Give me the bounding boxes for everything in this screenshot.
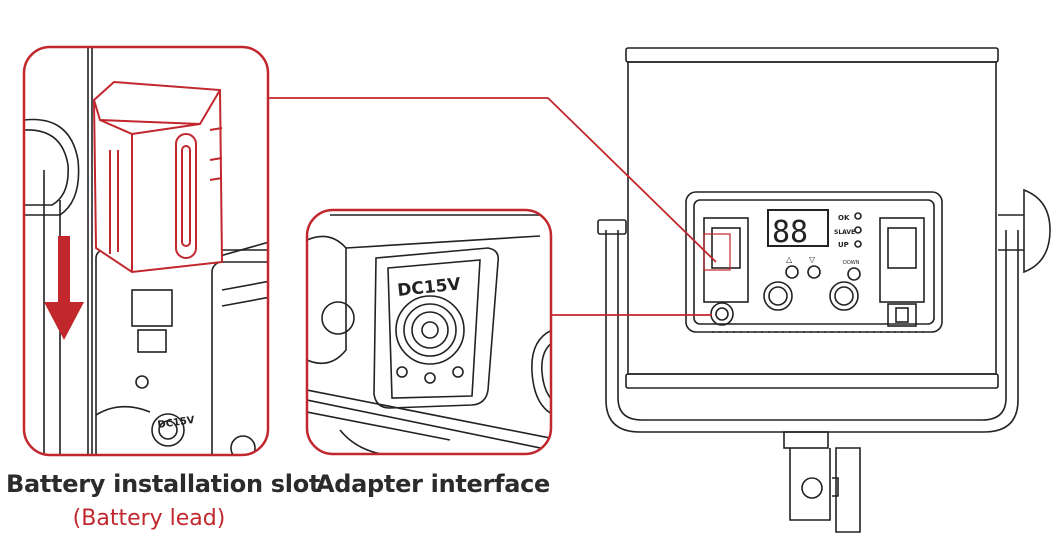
insert-direction-arrow: [44, 236, 84, 340]
dc-port-label: DC15V: [396, 274, 462, 301]
svg-text:△: △: [786, 255, 793, 264]
svg-text:▽: ▽: [809, 255, 816, 264]
battery-lead-caption: (Battery lead): [72, 506, 226, 531]
ok-label: OK: [838, 214, 850, 222]
battery-slot-caption: Battery installation slot: [6, 470, 321, 498]
svg-text:DC15V: DC15V: [157, 415, 196, 431]
battery-slot-frame: [22, 45, 270, 457]
battery-pack: [92, 80, 224, 274]
down-label: DOWN: [843, 260, 860, 266]
callout-lines: [268, 97, 717, 316]
battery-callout-target: [703, 233, 731, 271]
slave-label: SLAVE: [834, 229, 855, 236]
light-panel: [597, 47, 1051, 533]
display-readout: 88: [772, 215, 808, 250]
adapter-interface-detail: DC15V: [305, 208, 553, 456]
adapter-caption: Adapter interface: [316, 470, 551, 498]
battery-slot-detail: DC15V: [22, 45, 270, 457]
up-label: UP: [838, 241, 849, 249]
adapter-interface-frame: [305, 208, 553, 456]
